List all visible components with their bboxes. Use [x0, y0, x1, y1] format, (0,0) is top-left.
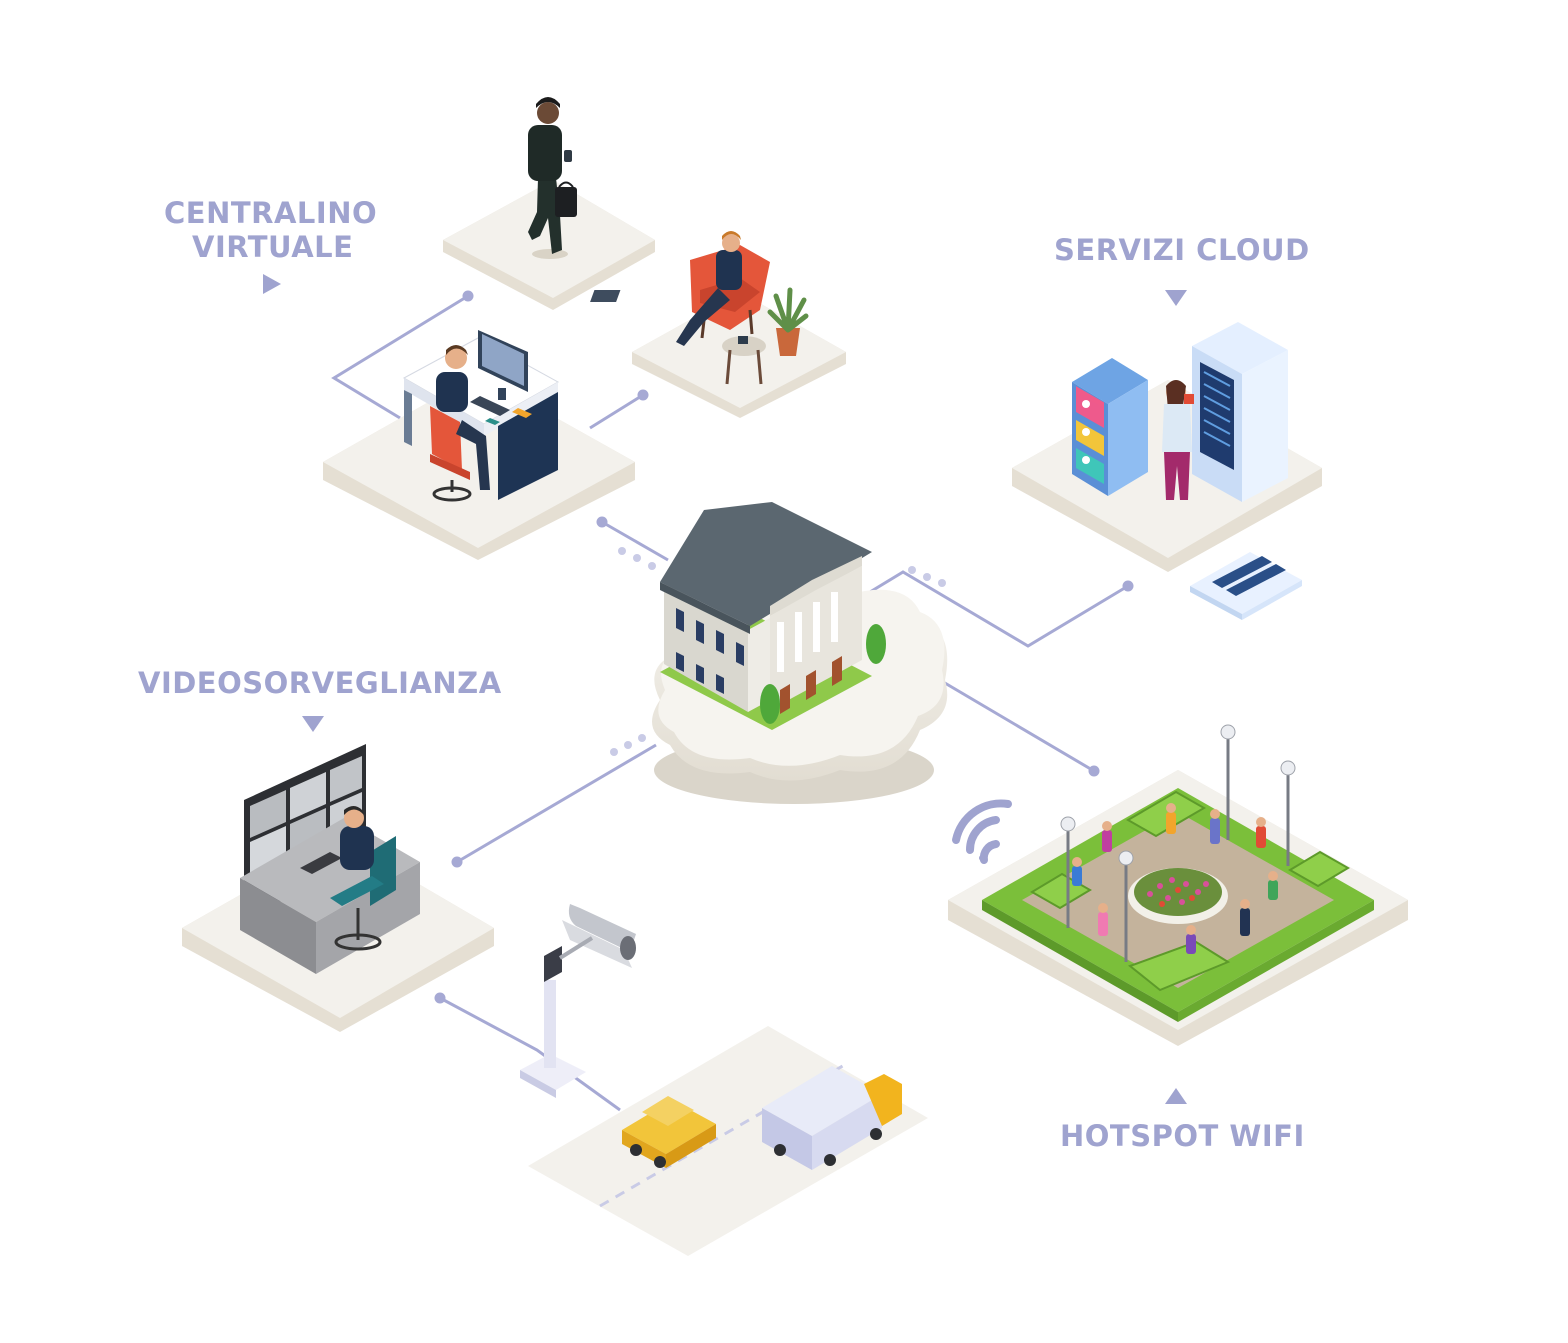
connector-office-centralino — [331, 294, 469, 420]
lamp-heads — [1060, 724, 1296, 866]
video-arrow-icon — [302, 716, 324, 732]
server-blade — [1190, 552, 1302, 620]
office-worker-chair — [430, 345, 490, 502]
wifi-icon — [952, 799, 1012, 864]
side-table — [722, 336, 766, 385]
road — [528, 1026, 928, 1256]
commuter-figure — [528, 97, 577, 259]
cctv-camera — [520, 904, 636, 1098]
cloud-arrow-icon — [1165, 290, 1187, 306]
hotspot-wifi-label: HOTSPOT WIFI — [1060, 1119, 1305, 1153]
taxi-car — [622, 1096, 716, 1168]
park-square — [982, 788, 1374, 1022]
delivery-truck — [762, 1066, 902, 1170]
signal-dots — [610, 547, 946, 756]
servizi-cloud-label: SERVIZI CLOUD — [1054, 233, 1310, 267]
platform-commuter — [443, 180, 655, 310]
server-rack — [1192, 322, 1288, 502]
connector-building-hotspot — [932, 674, 1095, 773]
operator-chair — [330, 806, 396, 951]
hotspot-arrow-icon — [1165, 1088, 1187, 1104]
centralino-label-line2: VIRTUALE — [192, 230, 354, 264]
connector-building-video — [456, 743, 657, 864]
connector-office-remote — [589, 393, 644, 430]
connector-dots — [434, 290, 1134, 1004]
connector-building-cloud — [869, 570, 1129, 648]
centralino-arrow-icon — [263, 274, 281, 294]
connector-video-road — [439, 996, 621, 1112]
binder-shelves — [1072, 358, 1148, 496]
centralino-label-line1: CENTRALINO — [164, 196, 378, 230]
street-lamps — [1066, 736, 1290, 962]
videosorveglianza-label: VIDEOSORVEGLIANZA — [138, 666, 502, 700]
town-hall-building — [660, 502, 886, 730]
armchair-worker — [590, 231, 770, 346]
plant-pot — [767, 287, 809, 356]
technician-woman — [1162, 380, 1194, 500]
connector-office-building — [601, 520, 669, 562]
hedges — [1030, 790, 1350, 992]
connector-lines — [331, 294, 1129, 1112]
park-people — [1072, 803, 1278, 954]
